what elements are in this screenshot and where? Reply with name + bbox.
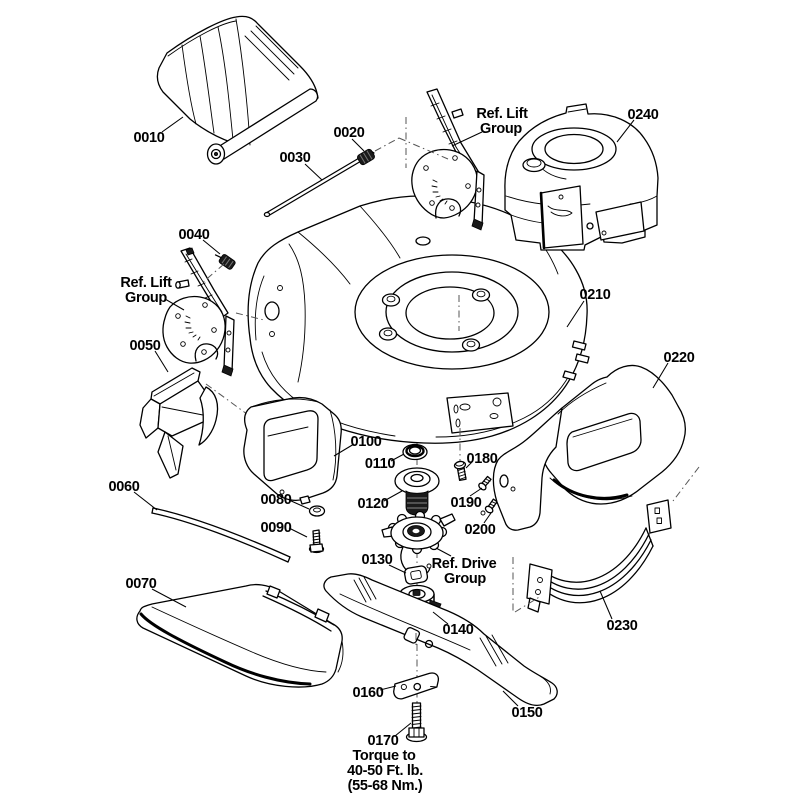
callout-0130: 0130	[361, 552, 392, 568]
callout-0160: 0160	[352, 685, 383, 701]
callout-0210: 0210	[579, 287, 610, 303]
ref-drive-group-label-line1: Ref. Drive	[432, 556, 497, 572]
callout-0090: 0090	[260, 520, 291, 536]
part-0130-clip	[403, 565, 429, 585]
ref-lift-group-left-label-line1: Ref. Lift	[120, 275, 172, 291]
part-ref-lift-group-left-bracket	[162, 247, 235, 377]
callout-0100: 0100	[350, 434, 381, 450]
callout-0180: 0180	[466, 451, 497, 467]
callout-0070: 0070	[125, 576, 156, 592]
callout-0220: 0220	[663, 350, 694, 366]
part-0020-bushing	[357, 148, 375, 166]
part-0010-grass-catcher-bag	[156, 15, 319, 165]
part-0180-bolt	[453, 460, 467, 482]
part-0070-mulch-deflector	[136, 583, 344, 688]
callout-0230: 0230	[606, 618, 637, 634]
callout-labels: 0010 0020 0030 Ref. Lift Group 0240 0040…	[108, 106, 695, 794]
torque-note-line3: (55-68 Nm.)	[348, 778, 423, 794]
torque-note-line2: 40-50 Ft. lb.	[347, 763, 423, 779]
part-0220-rear-cover	[492, 364, 686, 531]
alignment-dash-lines-over	[201, 117, 700, 647]
part-0110-bearing	[402, 443, 428, 461]
callout-0190: 0190	[450, 495, 481, 511]
part-0240-engine	[504, 103, 659, 251]
part-0090-bolt	[308, 529, 325, 554]
callout-0020: 0020	[333, 125, 364, 141]
part-0170-blade-bolt	[405, 702, 428, 743]
part-0160-blade-support	[393, 672, 440, 700]
callout-0050: 0050	[129, 338, 160, 354]
part-0050-guard-baffle	[139, 367, 219, 479]
leader-lines	[133, 116, 669, 737]
part-0100-side-cover	[243, 397, 342, 505]
callout-0240: 0240	[627, 107, 658, 123]
part-0120-pulley-cup	[394, 467, 440, 516]
callout-0080: 0080	[260, 492, 291, 508]
torque-note-line1: Torque to	[352, 748, 416, 764]
callout-0200: 0200	[464, 522, 495, 538]
callout-0040: 0040	[178, 227, 209, 243]
ref-drive-group-label-line2: Group	[444, 571, 486, 587]
callout-0150: 0150	[511, 705, 542, 721]
ref-lift-group-top-label-line1: Ref. Lift	[476, 106, 528, 122]
callout-0170: 0170	[367, 733, 398, 749]
part-ref-lift-group-top-bracket	[411, 88, 485, 231]
part-0040-bolt	[214, 254, 236, 270]
callout-0140: 0140	[442, 622, 473, 638]
part-0230-bumper	[526, 499, 672, 613]
part-0200-screw	[480, 498, 498, 516]
callout-0030: 0030	[279, 150, 310, 166]
part-0150-blade	[323, 573, 558, 706]
callout-0010: 0010	[133, 130, 164, 146]
part-0060-trim-rod	[151, 507, 291, 563]
part-0080-washer	[308, 505, 326, 517]
ref-lift-group-top-label-line2: Group	[480, 121, 522, 137]
callout-0110: 0110	[365, 456, 395, 472]
part-ref-drive-group-hub	[381, 510, 456, 577]
callout-0060: 0060	[108, 479, 139, 495]
ref-lift-group-left-label-line2: Group	[125, 290, 167, 306]
callout-0120: 0120	[357, 496, 388, 512]
